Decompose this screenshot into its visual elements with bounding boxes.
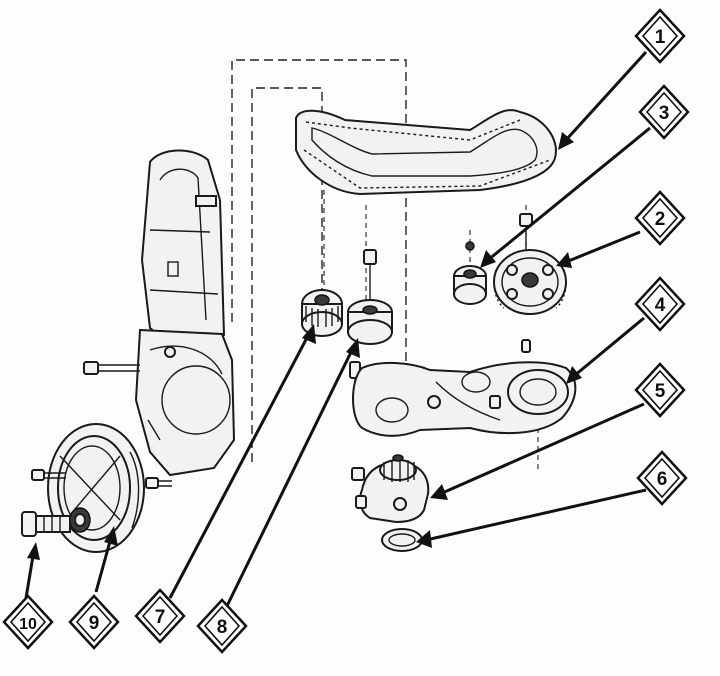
callout-9: 9 bbox=[68, 594, 120, 650]
callout-10-label: 10 bbox=[19, 616, 37, 633]
leader-lines bbox=[24, 50, 651, 609]
callout-2: 2 bbox=[634, 190, 686, 246]
cover-bolt bbox=[83, 361, 140, 375]
crankshaft-sprocket bbox=[301, 289, 343, 337]
callout-4-label: 4 bbox=[655, 295, 666, 316]
pulley-small-bolts bbox=[31, 469, 172, 489]
camshaft-sprocket bbox=[493, 213, 567, 315]
callout-5-label: 5 bbox=[655, 381, 666, 402]
idler-pulley bbox=[453, 241, 487, 305]
callout-4: 4 bbox=[634, 276, 686, 332]
crankshaft-pulley bbox=[47, 423, 145, 553]
callout-1-label: 1 bbox=[655, 27, 666, 48]
water-pump bbox=[351, 454, 430, 524]
upper-timing-cover bbox=[140, 149, 226, 354]
callout-8: 8 bbox=[196, 598, 248, 654]
callout-6-label: 6 bbox=[657, 469, 668, 490]
callout-3: 3 bbox=[638, 84, 690, 140]
pulley-bolt bbox=[21, 511, 71, 537]
timing-belt bbox=[295, 109, 557, 196]
callout-7-label: 7 bbox=[155, 607, 166, 628]
callout-9-label: 9 bbox=[89, 613, 100, 634]
callout-6: 6 bbox=[636, 450, 688, 506]
tensioner-roller bbox=[347, 249, 393, 392]
callout-3-label: 3 bbox=[659, 103, 670, 124]
pump-gasket bbox=[381, 528, 423, 552]
callout-2-label: 2 bbox=[655, 209, 666, 230]
rear-timing-plate bbox=[352, 339, 577, 437]
lower-timing-cover bbox=[134, 328, 236, 477]
callout-1: 1 bbox=[634, 8, 686, 64]
callout-5: 5 bbox=[634, 362, 686, 418]
callout-10: 10 bbox=[2, 594, 54, 650]
alignment-lines bbox=[231, 59, 539, 520]
callout-8-label: 8 bbox=[217, 617, 228, 638]
callout-7: 7 bbox=[134, 588, 186, 644]
